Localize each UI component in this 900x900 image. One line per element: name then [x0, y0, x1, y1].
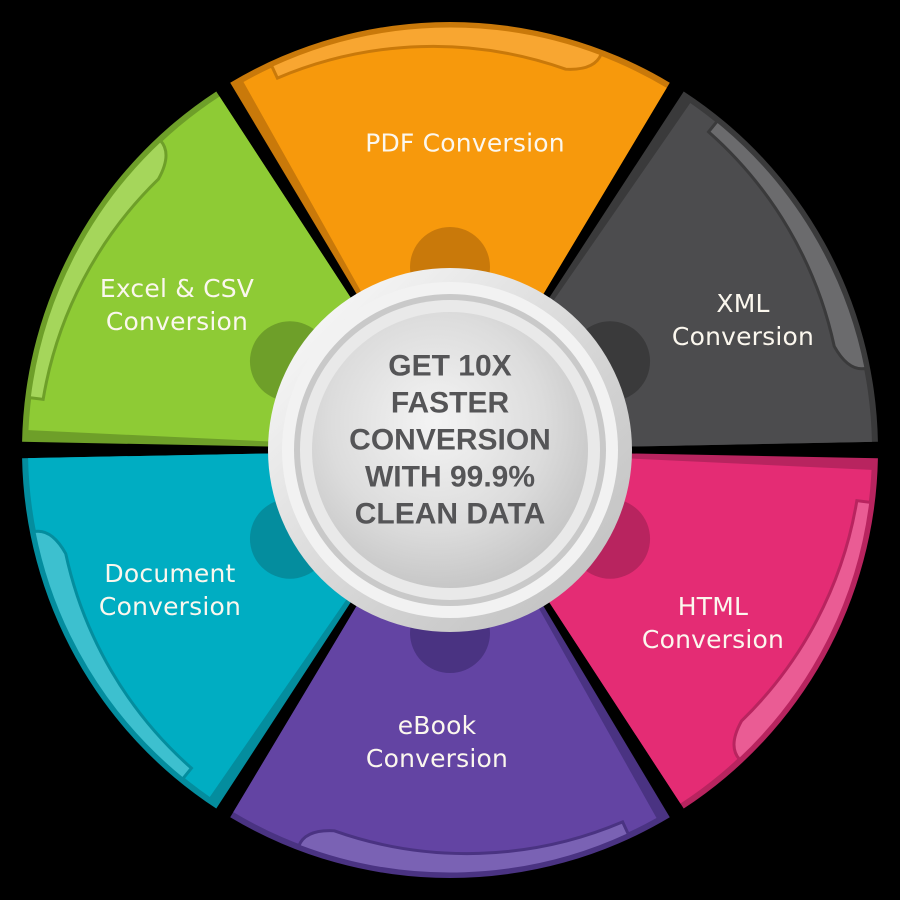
- center-hub: [268, 268, 632, 632]
- curl-highlight: [269, 24, 604, 81]
- segment-excel: [22, 91, 355, 447]
- curl-highlight: [706, 118, 868, 371]
- curl-highlight: [27, 138, 168, 401]
- segment-pdf: [230, 22, 670, 307]
- segment-html: [545, 453, 878, 809]
- segment-xml: [545, 91, 878, 447]
- center-line: CLEAN DATA: [354, 497, 546, 531]
- curl-highlight: [296, 819, 631, 876]
- center-line: GET 10X: [388, 349, 512, 383]
- segment-ebook: [230, 593, 670, 878]
- center-message: GET 10X FASTER CONVERSION WITH 99.9% CLE…: [349, 348, 551, 533]
- curl-highlight: [32, 529, 194, 782]
- center-line: CONVERSION: [349, 423, 551, 457]
- center-line: WITH 99.9%: [364, 460, 536, 494]
- center-line: FASTER: [390, 386, 510, 420]
- curl-highlight: [732, 499, 873, 762]
